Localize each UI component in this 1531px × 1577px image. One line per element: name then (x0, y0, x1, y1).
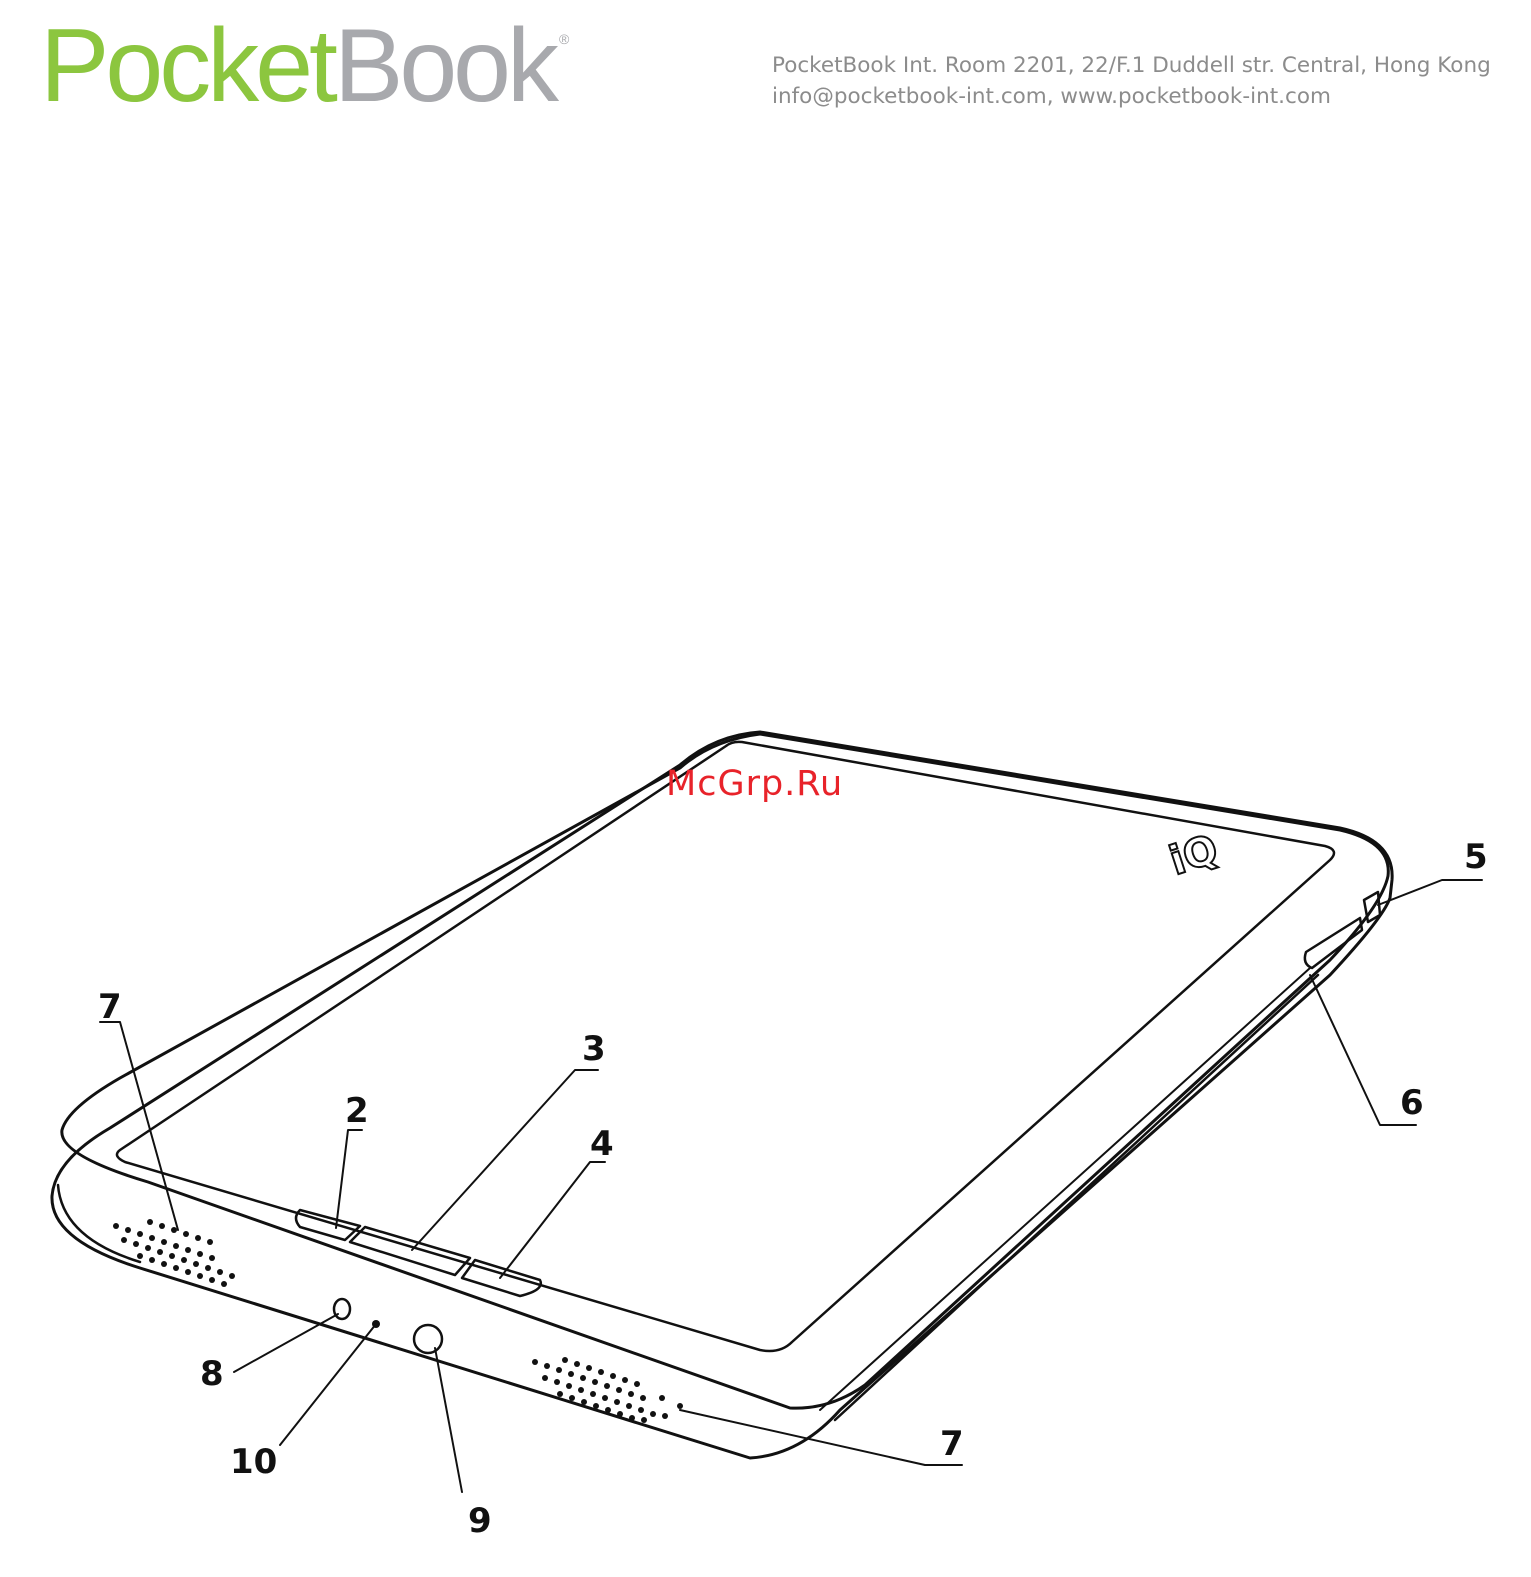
callout-9: 9 (468, 1501, 492, 1541)
iq-badge: iQ (1164, 826, 1224, 884)
watermark: McGrp.Ru (666, 764, 843, 804)
callout-8: 8 (200, 1354, 224, 1394)
callout-2: 2 (345, 1091, 369, 1131)
callout-6: 6 (1400, 1083, 1424, 1123)
callout-3: 3 (582, 1029, 606, 1069)
port-9 (414, 1325, 442, 1353)
callout-10: 10 (230, 1442, 277, 1482)
callout-5: 5 (1464, 837, 1488, 877)
screen-outline (117, 742, 1334, 1351)
callout-7-right: 7 (940, 1424, 964, 1464)
side-button-6 (1305, 918, 1362, 968)
speaker-grille-left (113, 1219, 235, 1287)
microphone-hole (372, 1320, 380, 1328)
callout-7-left: 7 (98, 987, 122, 1027)
callout-4: 4 (590, 1124, 614, 1164)
